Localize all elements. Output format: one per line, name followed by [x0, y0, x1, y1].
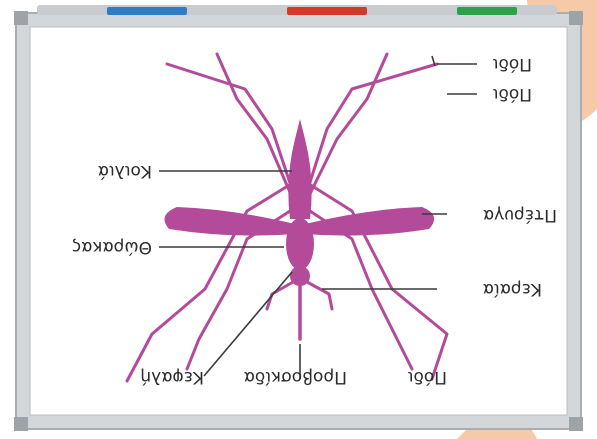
label-antenna: Κεραία — [483, 279, 542, 299]
label-leg-middle: Πόδι — [493, 84, 532, 104]
head — [290, 266, 310, 286]
label-leg-top: Πόδι — [493, 54, 532, 74]
label-foot-bottom-left: Πόδι — [408, 367, 447, 387]
marker-red — [287, 7, 367, 15]
label-proboscis: Προβοσκίδα — [244, 367, 347, 387]
frame-corner — [14, 11, 28, 25]
label-head: Κεφαλή — [140, 367, 204, 387]
thorax — [286, 218, 314, 270]
frame-corner — [14, 417, 28, 431]
frame-corner — [569, 417, 583, 431]
label-abdomen: Κοιλιά — [98, 161, 152, 181]
marker-blue — [107, 7, 187, 15]
label-thorax: Θώρακας — [71, 237, 152, 257]
marker-green — [457, 7, 517, 15]
label-wing: Πτέρυγα — [483, 205, 557, 225]
frame-corner — [569, 11, 583, 25]
